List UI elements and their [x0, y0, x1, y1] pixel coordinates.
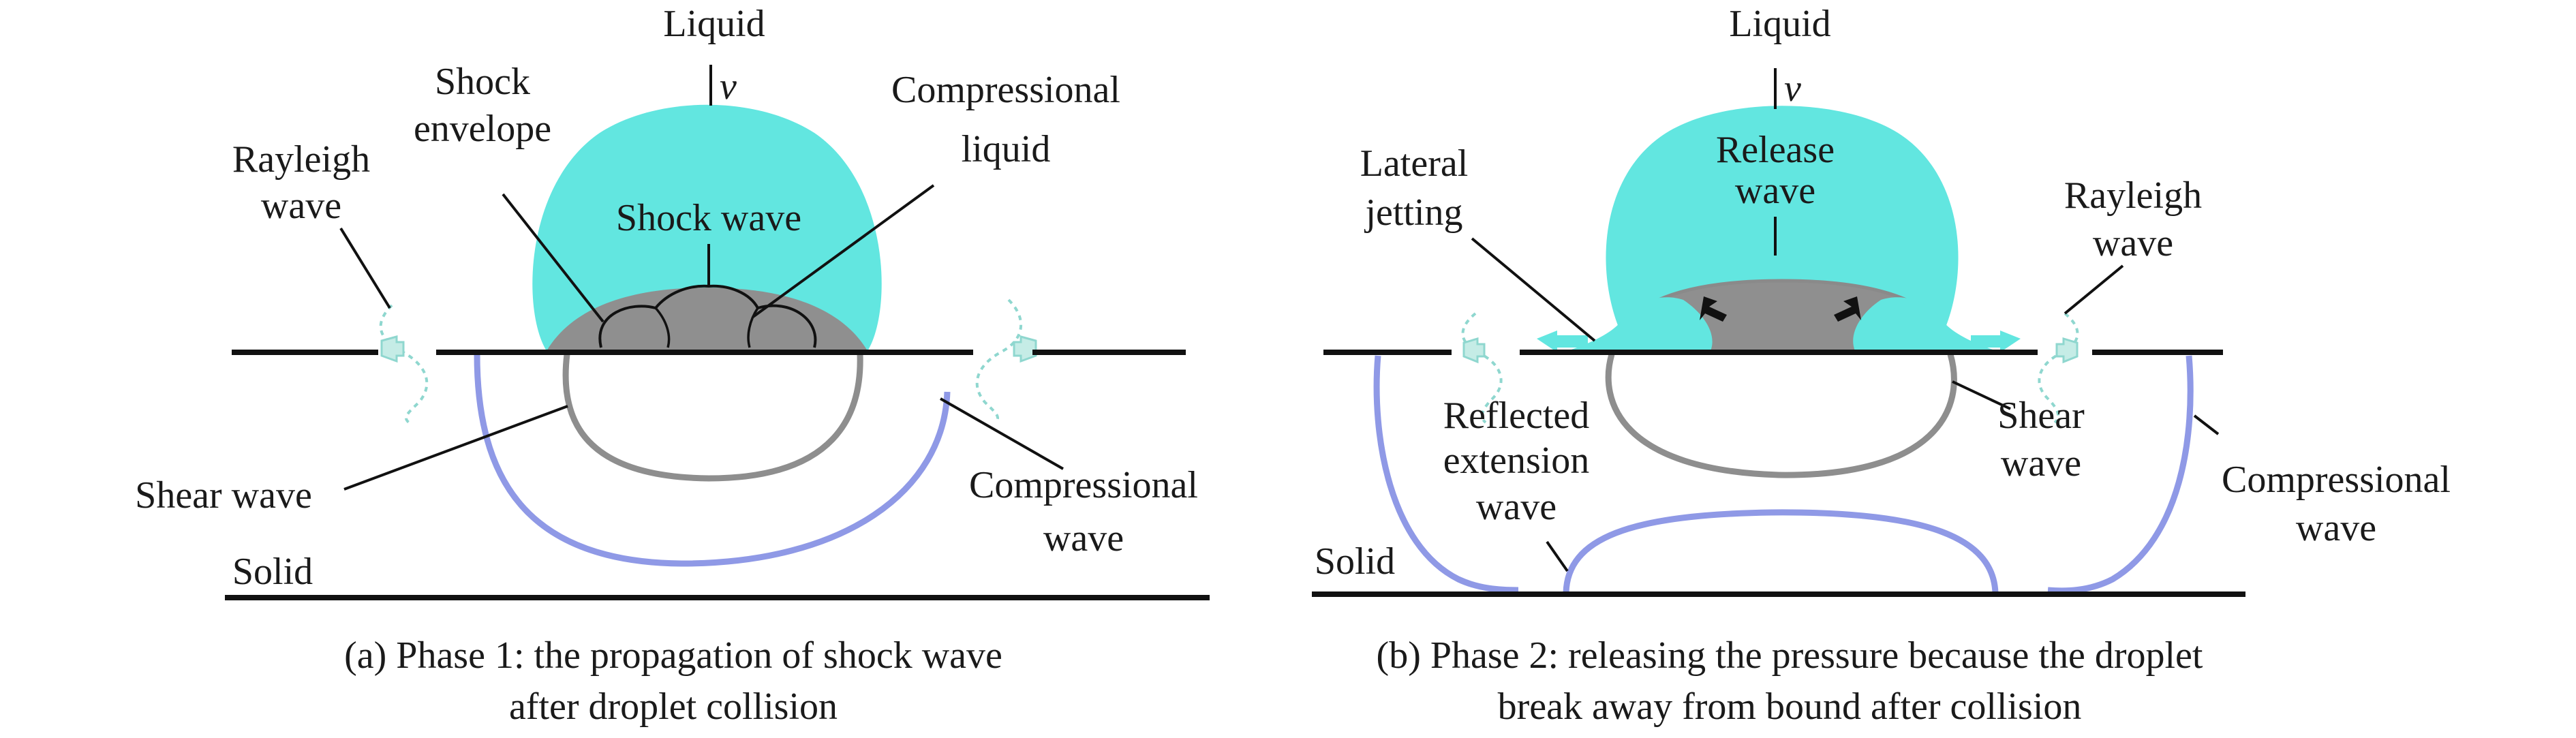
- panel-b-compressional-wave-left: [1373, 355, 1519, 594]
- panel-b-label-rayleigh-2: wave: [2093, 222, 2173, 264]
- panel-b-lateral-jet-right: [1853, 297, 1997, 351]
- panel-a-label-compressional-liquid-2: liquid: [962, 128, 1051, 170]
- panel-a-compressional-wave-leader: [940, 397, 1064, 470]
- panel-a-caption-line2: after droplet collision: [509, 686, 838, 728]
- panel-a-label-shear-wave: Shear wave: [135, 474, 312, 517]
- panel-a-shock-envelope-leader: [502, 193, 604, 323]
- panel-b-label-lateral-jetting-2: jetting: [1364, 191, 1462, 234]
- panel-a-label-compressional-wave-2: wave: [1043, 517, 1124, 559]
- panel-a-compressed-region: [547, 288, 868, 351]
- panel-b-shear-leader: [1952, 380, 2011, 410]
- panel-b-label-reflected-extension-2: extension: [1443, 440, 1590, 482]
- panel-b-compressional-wave-right: [2047, 355, 2194, 594]
- panel-a-label-rayleigh-1: Rayleigh: [232, 138, 370, 181]
- panel-a-rayleigh-wave-left: [379, 304, 429, 424]
- panel-a-label-rayleigh-2: wave: [261, 185, 341, 227]
- panel-b-compressional-leader: [2193, 414, 2220, 435]
- panel-b-label-compressional-wave-1: Compressional: [2222, 459, 2451, 501]
- panel-a-label-velocity: v: [720, 65, 737, 108]
- panel-b-label-compressional-wave-2: wave: [2296, 507, 2376, 549]
- panel-b-lateral-jetting-leader: [1471, 237, 1596, 342]
- panel-b-caption-line1: (b) Phase 2: releasing the pressure beca…: [1377, 634, 2203, 677]
- panel-a-shear-wave: [562, 354, 863, 482]
- panel-b-droplet: [1606, 106, 1959, 327]
- panel-a-rayleigh-arrow-right: [1013, 335, 1037, 363]
- panel-a-rayleigh-leader: [339, 227, 391, 309]
- panel-b: Liquid v Release wave Lateral jetting Ra…: [1312, 3, 2451, 728]
- panel-b-label-release-wave-1: Release: [1716, 129, 1835, 171]
- panel-a-compressional-liquid-leader: [752, 184, 935, 318]
- panel-a-shear-leader: [343, 405, 568, 491]
- panel-b-release-arrow-left: [1700, 296, 1727, 322]
- panel-a-label-shock-envelope-1: Shock: [435, 61, 530, 103]
- panel-a-label-compressional-liquid-1: Compressional: [891, 69, 1120, 111]
- panel-b-release-arrow-right: [1834, 296, 1861, 322]
- panel-a: Liquid v Shock envelope Compressional li…: [135, 3, 1210, 728]
- panel-b-label-reflected-extension-3: wave: [1476, 486, 1557, 528]
- panel-a-compressional-wave: [474, 354, 951, 567]
- panel-b-label-solid: Solid: [1315, 540, 1395, 583]
- panel-b-rayleigh-arrow-right: [2055, 337, 2079, 364]
- panel-a-label-compressional-wave-1: Compressional: [969, 464, 1198, 506]
- panel-b-caption-line2: break away from bound after collision: [1498, 686, 2082, 728]
- panel-a-droplet: [532, 104, 882, 351]
- panel-a-rayleigh-arrow-left: [380, 335, 405, 363]
- panel-b-rayleigh-arrow-left: [1462, 337, 1486, 364]
- panel-b-label-liquid: Liquid: [1729, 3, 1830, 45]
- panel-a-label-liquid: Liquid: [663, 3, 765, 45]
- panel-b-lateral-jet-left: [1567, 297, 1713, 351]
- panel-b-label-rayleigh-1: Rayleigh: [2064, 174, 2202, 217]
- panel-b-label-shear-wave-2: wave: [2001, 442, 2081, 485]
- panel-a-label-solid: Solid: [232, 551, 313, 593]
- panel-b-label-velocity: v: [1784, 67, 1801, 110]
- panel-b-shear-wave: [1605, 353, 1957, 478]
- panel-b-label-release-wave-2: wave: [1735, 170, 1815, 212]
- panel-b-label-reflected-extension-1: Reflected: [1443, 395, 1590, 437]
- panel-b-rayleigh-leader: [2064, 264, 2124, 315]
- panel-a-label-shock-wave: Shock wave: [616, 197, 801, 239]
- panel-b-jet-arrow-right: [1971, 330, 2021, 352]
- panel-a-rayleigh-wave-right: [975, 298, 1022, 424]
- panel-b-jet-arrow-left: [1537, 330, 1588, 352]
- panel-a-caption-line1: (a) Phase 1: the propagation of shock wa…: [344, 634, 1002, 677]
- panel-b-reflected-extension-leader: [1546, 540, 1569, 572]
- panel-b-reflected-extension-wave: [1563, 509, 1999, 594]
- panel-b-label-shear-wave-1: Shear: [1997, 395, 2085, 437]
- panel-b-label-lateral-jetting-1: Lateral: [1360, 142, 1469, 185]
- panel-a-shock-envelope-inner: [654, 307, 759, 348]
- panel-a-label-shock-envelope-2: envelope: [414, 108, 551, 150]
